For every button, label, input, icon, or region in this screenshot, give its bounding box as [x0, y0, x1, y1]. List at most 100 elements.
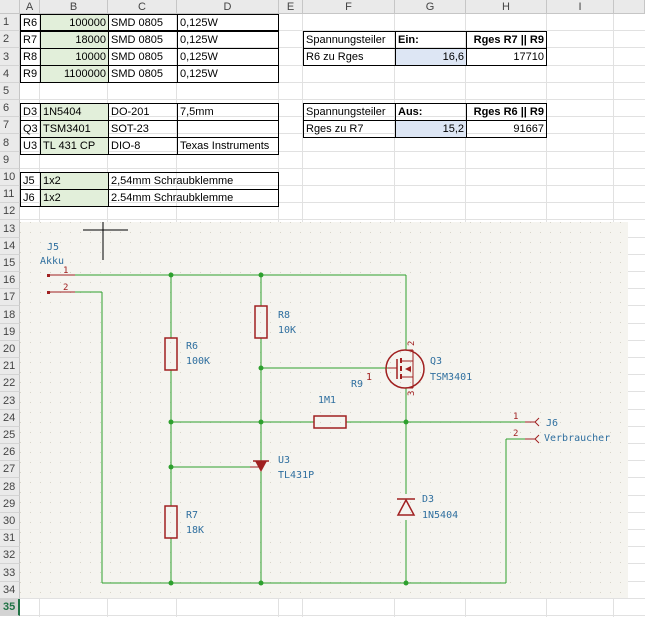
cell-A8[interactable]: U3 — [20, 137, 41, 155]
column-header-c[interactable]: C — [108, 0, 177, 14]
cell-C3[interactable]: SMD 0805 — [108, 48, 178, 66]
cell-F6[interactable]: Spannungsteiler — [303, 103, 396, 121]
row-header-35[interactable]: 35 — [0, 599, 20, 616]
diode-d3[interactable]: D3 1N5404 — [396, 494, 458, 521]
cell-F3[interactable]: R6 zu Rges — [303, 48, 396, 66]
column-header-f[interactable]: F — [303, 0, 395, 14]
column-header-i[interactable]: I — [547, 0, 614, 14]
connector-j6[interactable]: 1 2 J6 Verbraucher — [513, 412, 610, 444]
row-header-15[interactable]: 15 — [0, 255, 20, 272]
cell-C11[interactable]: 2.54mm Schraubklemme — [108, 189, 279, 207]
row-header-7[interactable]: 7 — [0, 117, 20, 134]
row-header-31[interactable]: 31 — [0, 530, 20, 547]
cell-D6[interactable]: 7,5mm — [177, 103, 279, 121]
cell-D2[interactable]: 0,125W — [177, 31, 279, 49]
row-header-25[interactable]: 25 — [0, 427, 20, 444]
mosfet-q3[interactable]: 1 2 3 Q3 TSM3401 — [366, 341, 472, 396]
row-header-9[interactable]: 9 — [0, 152, 20, 169]
column-header-b[interactable]: B — [40, 0, 108, 14]
column-header-g[interactable]: G — [395, 0, 466, 14]
row-header-11[interactable]: 11 — [0, 186, 20, 203]
cell-F7[interactable]: Rges zu R7 — [303, 120, 396, 138]
cell-G2[interactable]: Ein: — [395, 31, 467, 49]
cell-D4[interactable]: 0,125W — [177, 65, 279, 83]
row-header-29[interactable]: 29 — [0, 496, 20, 513]
cell-C8[interactable]: DIO-8 — [108, 137, 178, 155]
row-header-6[interactable]: 6 — [0, 100, 20, 117]
regulator-u3[interactable]: U3 TL431P — [250, 455, 314, 481]
cell-B3[interactable]: 10000 — [40, 48, 109, 66]
row-header-18[interactable]: 18 — [0, 306, 20, 324]
column-header-e[interactable]: E — [279, 0, 303, 14]
row-header-1[interactable]: 1 — [0, 14, 20, 31]
cell-G3[interactable]: 16,6 — [395, 48, 467, 66]
row-header-28[interactable]: 28 — [0, 478, 20, 496]
cell-D1[interactable]: 0,125W — [177, 14, 279, 31]
row-header-23[interactable]: 23 — [0, 392, 20, 410]
column-header-h[interactable]: H — [466, 0, 547, 14]
row-header-17[interactable]: 17 — [0, 289, 20, 306]
row-header-13[interactable]: 13 — [0, 220, 20, 238]
cell-C1[interactable]: SMD 0805 — [108, 14, 178, 31]
cell-C6[interactable]: DO-201 — [108, 103, 178, 121]
cell-D3[interactable]: 0,125W — [177, 48, 279, 66]
cell-C2[interactable]: SMD 0805 — [108, 31, 178, 49]
cell-H7[interactable]: 91667 — [466, 120, 547, 138]
row-header-14[interactable]: 14 — [0, 238, 20, 255]
schematic-image[interactable]: J5 Akku 1 2 1 2 J6 Verbraucher R6 100K — [20, 222, 628, 598]
column-header-d[interactable]: D — [177, 0, 279, 14]
cell-C4[interactable]: SMD 0805 — [108, 65, 178, 83]
row-header-20[interactable]: 20 — [0, 341, 20, 358]
row-header-12[interactable]: 12 — [0, 203, 20, 220]
cell-G6[interactable]: Aus: — [395, 103, 467, 121]
cell-B11[interactable]: 1x2 — [40, 189, 109, 207]
row-header-3[interactable]: 3 — [0, 48, 20, 66]
cell-A1[interactable]: R6 — [20, 14, 41, 31]
row-header-32[interactable]: 32 — [0, 547, 20, 564]
cell-H6[interactable]: Rges R6 || R9 — [466, 103, 547, 121]
column-header-a[interactable]: A — [20, 0, 40, 14]
row-header-33[interactable]: 33 — [0, 564, 20, 582]
cell-A2[interactable]: R7 — [20, 31, 41, 49]
cell-C7[interactable]: SOT-23 — [108, 120, 178, 138]
cell-D7[interactable] — [177, 120, 279, 138]
row-header-24[interactable]: 24 — [0, 410, 20, 427]
row-header-16[interactable]: 16 — [0, 272, 20, 289]
cell-A6[interactable]: D3 — [20, 103, 41, 121]
cell-A4[interactable]: R9 — [20, 65, 41, 83]
row-header-4[interactable]: 4 — [0, 66, 20, 83]
cell-B1[interactable]: 100000 — [40, 14, 109, 31]
cell-B6[interactable]: 1N5404 — [40, 103, 109, 121]
row-header-34[interactable]: 34 — [0, 582, 20, 599]
row-header-27[interactable]: 27 — [0, 461, 20, 478]
cell-B7[interactable]: TSM3401 — [40, 120, 109, 138]
row-header-8[interactable]: 8 — [0, 134, 20, 152]
resistor-r7[interactable]: R7 18K — [164, 505, 204, 539]
row-header-22[interactable]: 22 — [0, 375, 20, 392]
cell-B4[interactable]: 1100000 — [40, 65, 109, 83]
connector-j5[interactable]: J5 Akku 1 2 — [40, 242, 75, 294]
cell-B10[interactable]: 1x2 — [40, 172, 109, 190]
resistor-r8[interactable]: R8 10K — [254, 305, 296, 339]
cell-F2[interactable]: Spannungsteiler — [303, 31, 396, 49]
cell-A3[interactable]: R8 — [20, 48, 41, 66]
cell-H3[interactable]: 17710 — [466, 48, 547, 66]
cell-C10[interactable]: 2,54mm Schraubklemme — [108, 172, 279, 190]
row-header-5[interactable]: 5 — [0, 83, 20, 100]
cell-B2[interactable]: 18000 — [40, 31, 109, 49]
cell-A7[interactable]: Q3 — [20, 120, 41, 138]
cell-D8[interactable]: Texas Instruments — [177, 137, 279, 155]
row-header-10[interactable]: 10 — [0, 169, 20, 186]
cell-G7[interactable]: 15,2 — [395, 120, 467, 138]
row-header-30[interactable]: 30 — [0, 513, 20, 530]
cell-H2[interactable]: Rges R7 || R9 — [466, 31, 547, 49]
row-header-2[interactable]: 2 — [0, 31, 20, 48]
select-all-corner[interactable] — [0, 0, 20, 14]
cell-B8[interactable]: TL 431 CP — [40, 137, 109, 155]
cell-A11[interactable]: J6 — [20, 189, 41, 207]
resistor-r9[interactable]: R9 1M1 — [313, 379, 363, 429]
cell-A10[interactable]: J5 — [20, 172, 41, 190]
row-header-19[interactable]: 19 — [0, 324, 20, 341]
resistor-r6[interactable]: R6 100K — [164, 337, 210, 371]
row-header-26[interactable]: 26 — [0, 444, 20, 461]
